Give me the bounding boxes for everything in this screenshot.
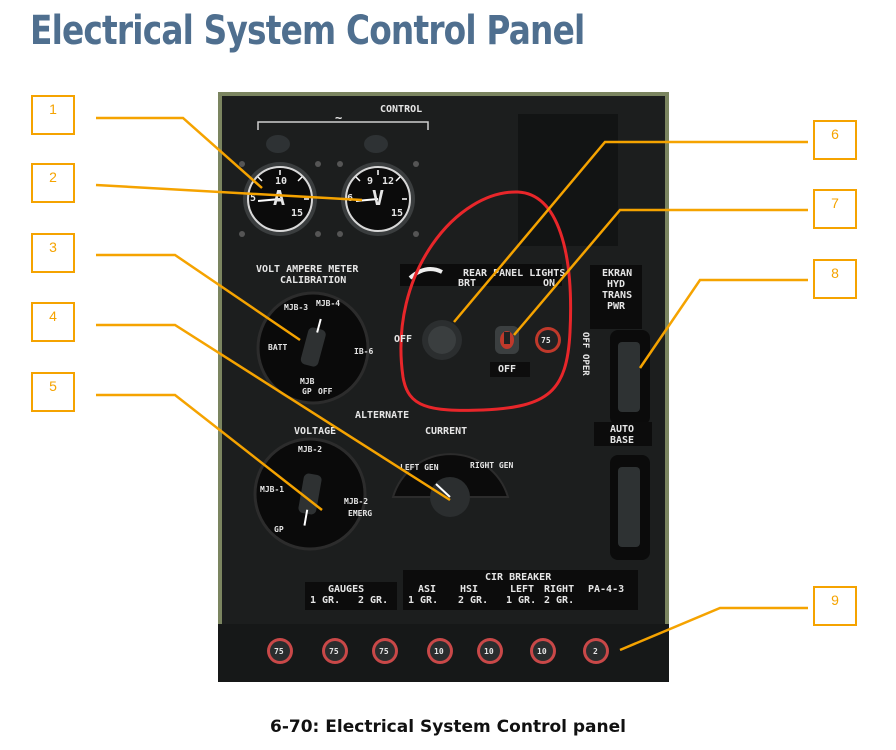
breaker-1[interactable]: 75 (274, 647, 284, 656)
breaker-4[interactable]: 10 (434, 647, 444, 656)
voltmeter-tick-12: 12 (382, 176, 395, 187)
callout-4: 4 (31, 302, 75, 342)
callout-8: 8 (813, 259, 857, 299)
voltage-label-gp: GP (274, 525, 284, 534)
callout-6: 6 (813, 120, 857, 160)
page-title: Electrical System Control Panel (30, 8, 585, 54)
breaker-sub-4: 2 GR. (544, 595, 575, 606)
breaker-3[interactable]: 75 (379, 647, 389, 656)
voltage-label-mjb2-right: MJB-2 (344, 497, 369, 506)
trans-label: TRANS (602, 290, 633, 301)
brt-label: BRT (458, 278, 477, 289)
ammeter-tick-15: 15 (291, 208, 304, 219)
breaker-right-label: RIGHT (544, 584, 575, 595)
toggle-off-label: OFF (498, 364, 517, 375)
callout-3: 3 (31, 233, 75, 273)
pwr-label: PWR (607, 301, 626, 312)
gauges-sub-2: 2 GR. (358, 595, 389, 606)
cal-label-mjb3: MJB-3 (284, 303, 309, 312)
voltmeter-unit: V (372, 186, 385, 210)
rheostat-value: 75 (541, 336, 551, 345)
breaker-2[interactable]: 75 (329, 647, 339, 656)
control-label: CONTROL (380, 104, 423, 115)
rheostat-off-label: OFF (394, 334, 413, 345)
breaker-asi-label: ASI (418, 584, 437, 595)
voltage-label-emerg: EMERG (348, 509, 373, 518)
calibration-label-2: CALIBRATION (280, 275, 347, 286)
hyd-label: HYD (607, 279, 626, 290)
voltage-label-mjb1: MJB-1 (260, 485, 285, 494)
breaker-sub-1: 1 GR. (408, 595, 439, 606)
cal-label-ib6: IB-6 (354, 347, 374, 356)
tilde-label: ~ (335, 111, 343, 125)
breaker-6[interactable]: 10 (537, 647, 547, 656)
voltmeter-tick-15: 15 (391, 208, 404, 219)
voltmeter-tick-9: 9 (367, 176, 374, 187)
cal-label-batt: BATT (268, 343, 288, 352)
callout-1: 1 (31, 95, 75, 135)
electrical-panel-image: CONTROL ~ A V 5 10 15 6 9 12 15 VOLT AMP… (218, 92, 669, 682)
breaker-pa43-label: PA-4-3 (588, 584, 625, 595)
rear-panel-lights-label: REAR PANEL LIGHTS (463, 268, 566, 279)
figure-caption: 6-70: Electrical System Control panel (270, 717, 626, 737)
cal-label-mjb4: MJB-4 (316, 299, 341, 308)
breaker-left-label: LEFT (510, 584, 535, 595)
cal-label-off: OFF (318, 387, 333, 396)
on-label: ON (543, 278, 556, 289)
ekran-label: EKRAN (602, 268, 633, 279)
current-label-right-gen: RIGHT GEN (470, 461, 514, 470)
ammeter-unit: A (273, 186, 286, 210)
breaker-7[interactable]: 2 (593, 647, 598, 656)
alternate-label: ALTERNATE (355, 410, 410, 421)
callout-7: 7 (813, 189, 857, 229)
ammeter-tick-10: 10 (275, 176, 288, 187)
auto-label: AUTO (610, 424, 635, 435)
calibration-label-1: VOLT AMPERE METER (256, 264, 359, 275)
breaker-sub-2: 2 GR. (458, 595, 489, 606)
breaker-5[interactable]: 10 (484, 647, 494, 656)
callout-2: 2 (31, 163, 75, 203)
voltage-label: VOLTAGE (294, 426, 337, 437)
cir-breaker-label: CIR BREAKER (485, 572, 552, 583)
gauges-sub-1: 1 GR. (310, 595, 341, 606)
current-label-left-gen: LEFT GEN (400, 463, 439, 472)
voltage-label-mjb2-top: MJB-2 (298, 445, 323, 454)
ammeter-tick-5: 5 (250, 193, 257, 204)
cal-label-mjb: MJB (300, 377, 315, 386)
callout-9: 9 (813, 586, 857, 626)
gauges-label: GAUGES (328, 584, 365, 595)
current-label: CURRENT (425, 426, 468, 437)
callout-5: 5 (31, 372, 75, 412)
base-label: BASE (610, 435, 635, 446)
breaker-hsi-label: HSI (460, 584, 479, 595)
breaker-sub-3: 1 GR. (506, 595, 537, 606)
cal-label-gp: GP (302, 387, 312, 396)
